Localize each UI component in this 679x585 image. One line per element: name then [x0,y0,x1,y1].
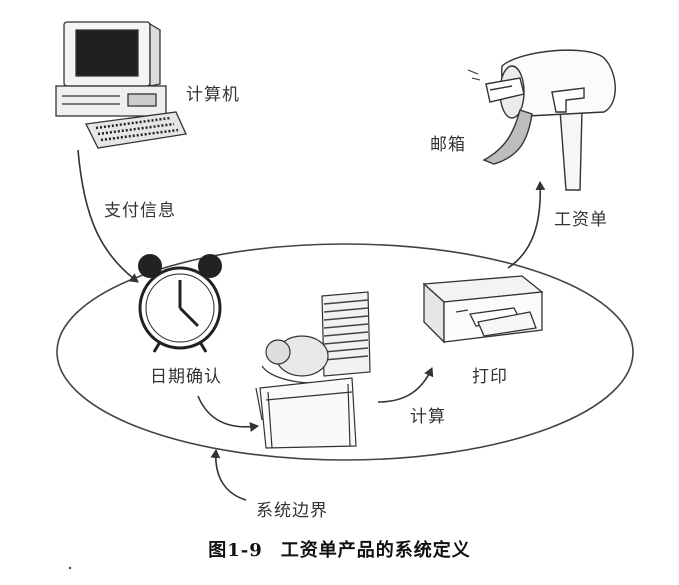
label-print: 打印 [472,367,508,387]
alarm-clock-icon [138,254,222,353]
speck [68,566,72,570]
label-computer: 计算机 [186,85,240,105]
label-compute: 计算 [410,407,446,427]
label-date-confirm: 日期确认 [150,367,222,387]
label-system-boundary: 系统边界 [256,501,328,521]
arrow-boundary-label [210,449,247,501]
figure-caption: 图1-9 工资单产品的系统定义 [0,536,679,562]
printer-icon [422,275,544,344]
arrow-date-to-clerk [197,395,259,433]
system-boundary-ellipse [56,243,634,461]
computer-icon [55,21,187,149]
clerk-at-desk-icon [255,291,371,449]
label-payment-info: 支付信息 [104,201,176,221]
figure-number: 图1-9 [208,540,263,561]
arrow-clerk-to-printer [377,367,434,403]
mailbox-icon [467,49,616,191]
figure-caption-text: 工资单产品的系统定义 [280,540,471,561]
arrow-printer-to-mailbox [507,181,546,269]
label-mailbox: 邮箱 [430,135,466,155]
arrow-computer-to-clock [77,149,139,283]
label-paycheck: 工资单 [554,210,608,230]
